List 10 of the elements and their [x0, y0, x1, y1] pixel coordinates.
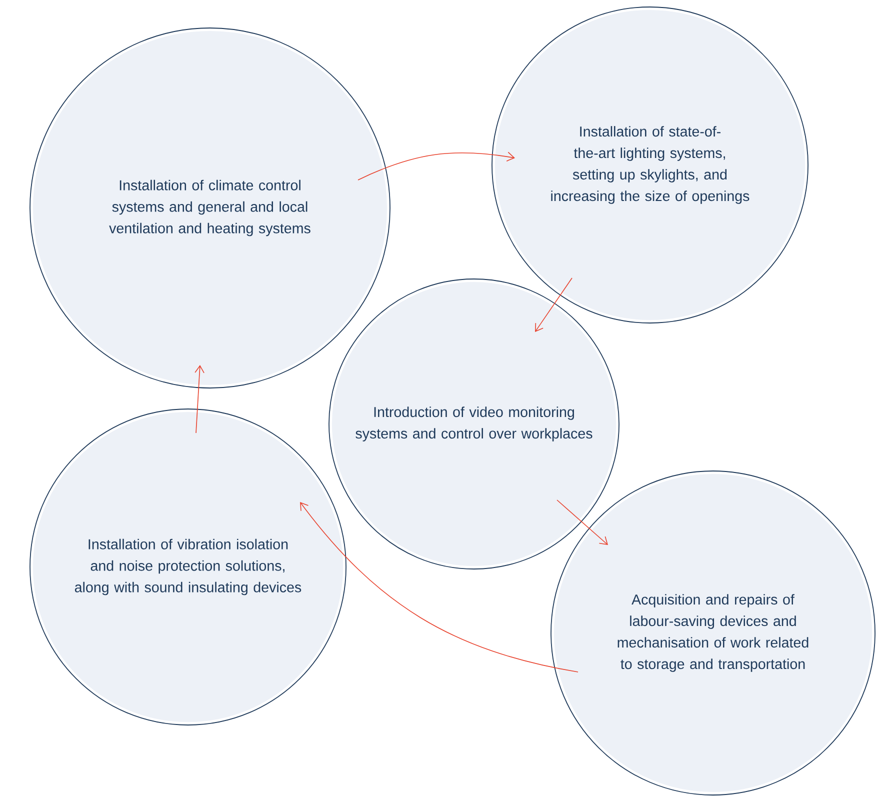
- arrow: [556, 500, 608, 545]
- circle-node: Acquisition and repairs of labour-saving devices and mechanisation of work related to storage and transportation: [548, 468, 878, 796]
- circle-node: Installation of state-of-the-art lighting systems, setting up skylights, and increasing the size of openings: [489, 4, 811, 326]
- arrow: [358, 152, 515, 180]
- circle-node: Introduction of video monitoring systems and control over workplaces: [326, 276, 622, 572]
- arrow: [535, 278, 572, 332]
- arrow: [194, 365, 204, 434]
- circle-node: Installation of vibration isolation and noise protection solutions, along with sound insulating devices: [27, 406, 349, 728]
- arrow: [300, 502, 578, 672]
- circle-node: Installation of climate control systems and general and local ventilation and heating systems: [27, 25, 393, 391]
